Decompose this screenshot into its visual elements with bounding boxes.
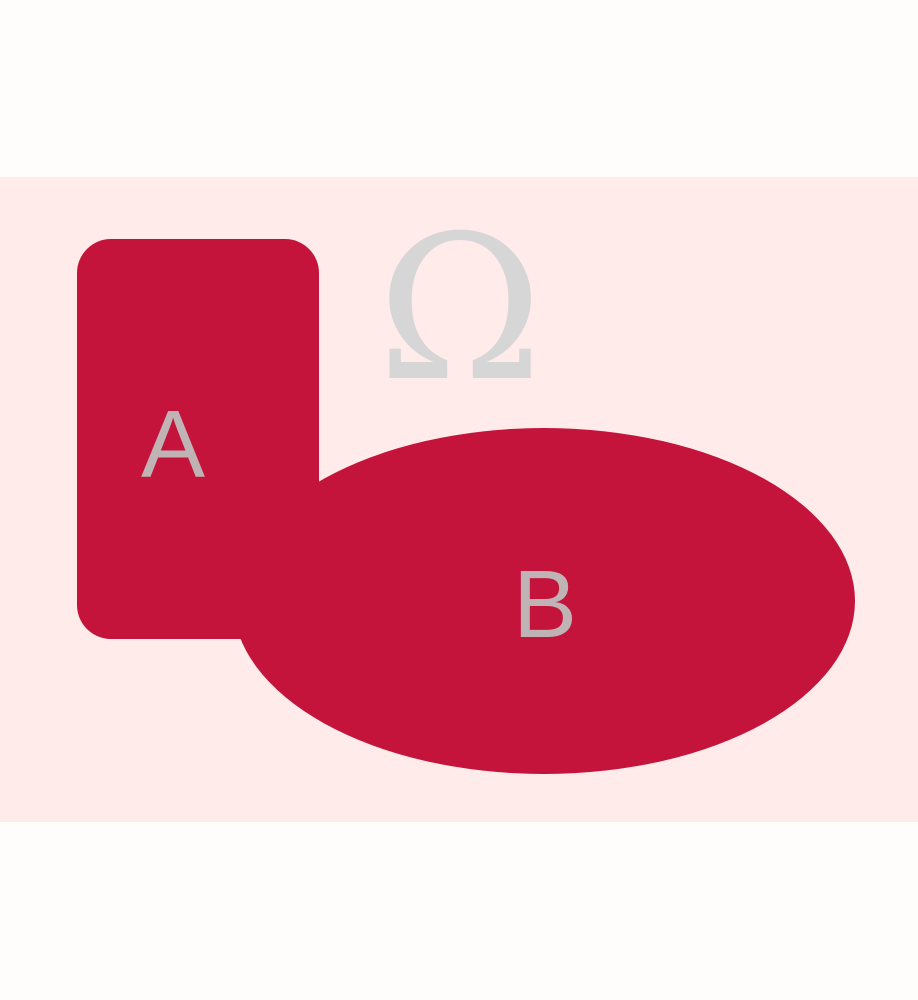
universe-label: Ω xyxy=(377,193,543,426)
set-a-label: A xyxy=(141,391,205,498)
set-b-label: B xyxy=(513,551,577,658)
set-b-region xyxy=(233,428,855,774)
